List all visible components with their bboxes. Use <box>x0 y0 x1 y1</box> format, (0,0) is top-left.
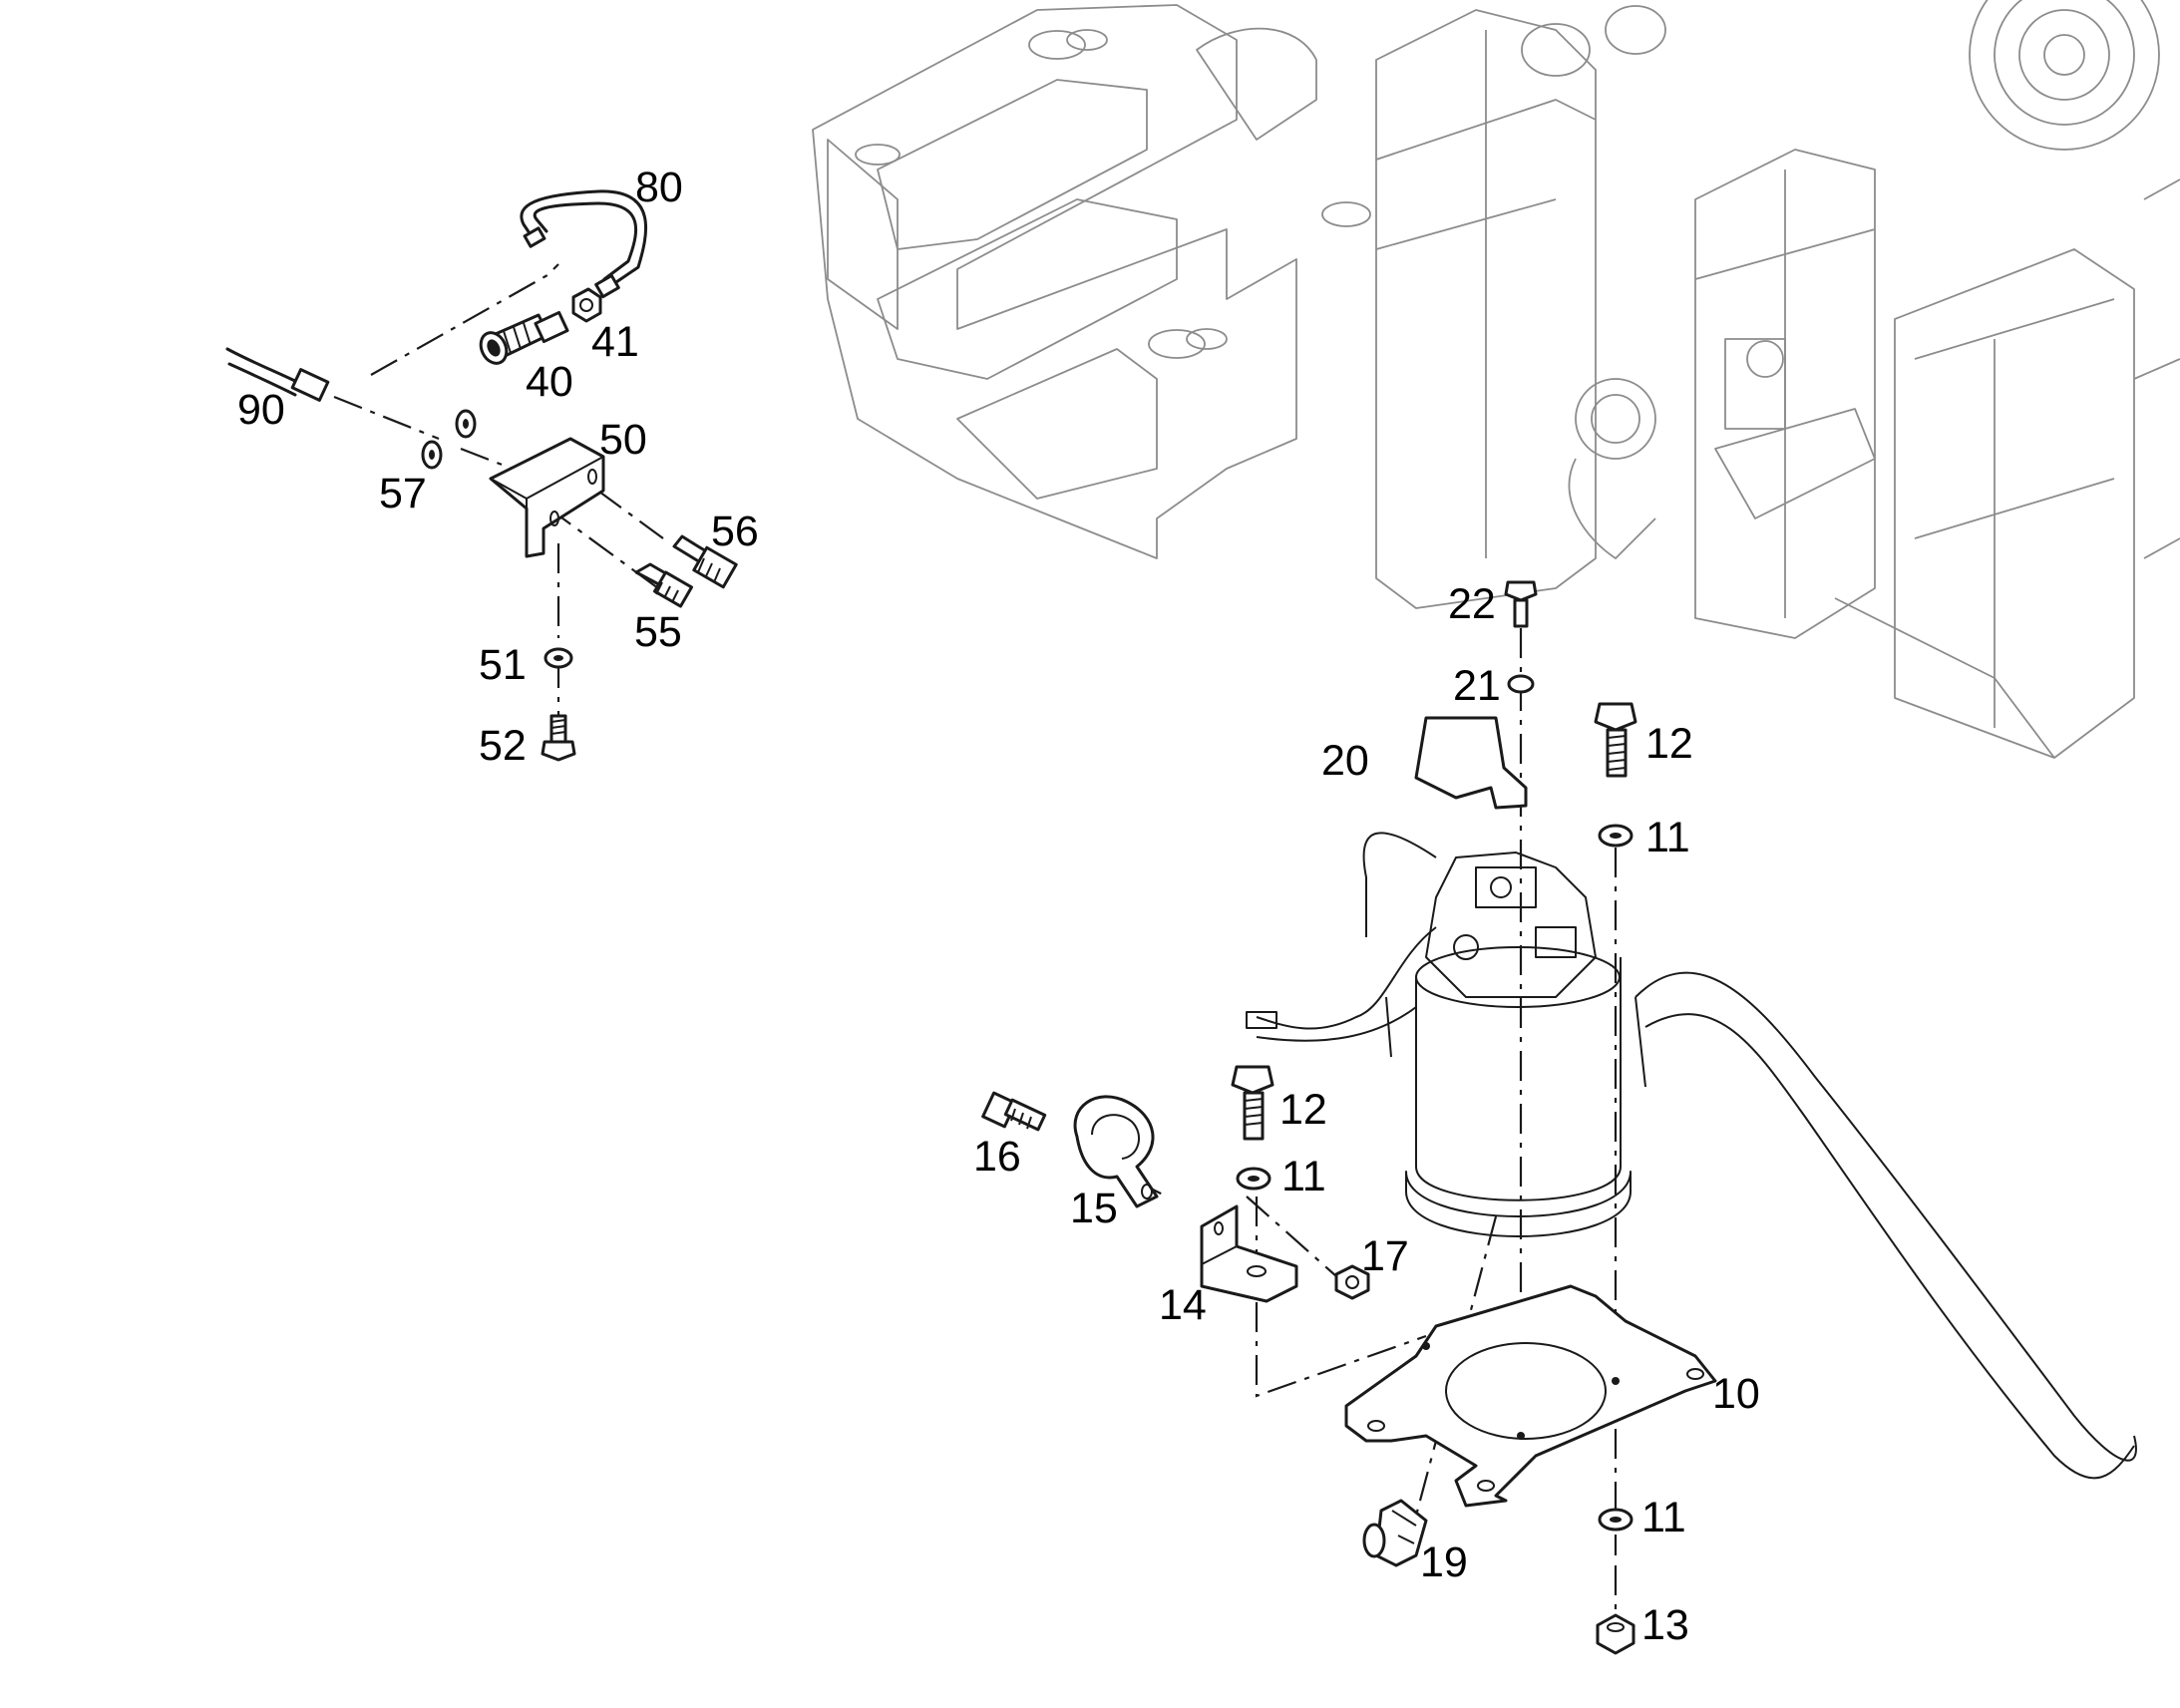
callout-11-right-bottom: 11 <box>1641 1494 1686 1541</box>
callout-10: 10 <box>1712 1370 1760 1418</box>
callout-13: 13 <box>1641 1601 1689 1649</box>
nut-41 <box>571 287 602 323</box>
callout-50: 50 <box>599 416 647 464</box>
washer-21 <box>1507 674 1535 694</box>
callout-22: 22 <box>1448 580 1496 628</box>
hose-right <box>1635 971 2137 1462</box>
bracket-14 <box>1200 1204 1298 1303</box>
elbow-fitting-19 <box>1362 1499 1428 1567</box>
callout-19: 19 <box>1420 1538 1468 1586</box>
nut-17 <box>1334 1264 1370 1300</box>
callout-20: 20 <box>1321 737 1369 785</box>
bolt-22 <box>1504 580 1538 628</box>
hose-90 <box>225 347 301 385</box>
callout-11-center: 11 <box>1281 1153 1326 1200</box>
screw-16 <box>981 1091 1047 1132</box>
callout-55: 55 <box>634 608 682 656</box>
filter-cylinder <box>1415 957 1622 1201</box>
callout-14: 14 <box>1159 1281 1207 1329</box>
callout-41: 41 <box>591 318 639 366</box>
callout-17: 17 <box>1361 1232 1409 1280</box>
filter-assembly-group <box>981 580 2137 1655</box>
cover-20 <box>1414 716 1528 810</box>
adapter-40 <box>479 310 569 365</box>
callout-12-center: 12 <box>1279 1086 1327 1134</box>
callout-90: 90 <box>237 386 285 434</box>
callout-80: 80 <box>635 164 683 211</box>
bracket-50 <box>489 437 605 558</box>
callout-11-right-top: 11 <box>1645 814 1690 861</box>
mounting-plate-10 <box>1344 1284 1717 1508</box>
callout-21: 21 <box>1453 662 1501 710</box>
callout-57: 57 <box>379 470 427 517</box>
bolt-52 <box>541 714 576 762</box>
bolt-12-center <box>1231 1065 1274 1141</box>
coupling-assembly-group <box>225 189 738 762</box>
callout-51: 51 <box>479 641 527 689</box>
clamp-15 <box>1073 1095 1159 1208</box>
bolt-12-right <box>1594 702 1637 778</box>
callout-labels: 80 41 40 90 50 57 56 55 51 52 22 21 20 1… <box>237 164 1760 1649</box>
coupling-56 <box>672 534 738 589</box>
callout-12-right: 12 <box>1645 720 1693 768</box>
callout-15: 15 <box>1070 1185 1118 1232</box>
valve-head <box>1425 852 1597 998</box>
machine-frame-background <box>812 0 2180 759</box>
hose-80 <box>520 189 647 286</box>
callout-52: 52 <box>479 722 527 770</box>
nut-13 <box>1596 1613 1635 1655</box>
coupling-55 <box>634 562 693 608</box>
callout-40: 40 <box>526 358 573 406</box>
callout-56: 56 <box>711 508 759 555</box>
callout-16: 16 <box>973 1133 1021 1181</box>
